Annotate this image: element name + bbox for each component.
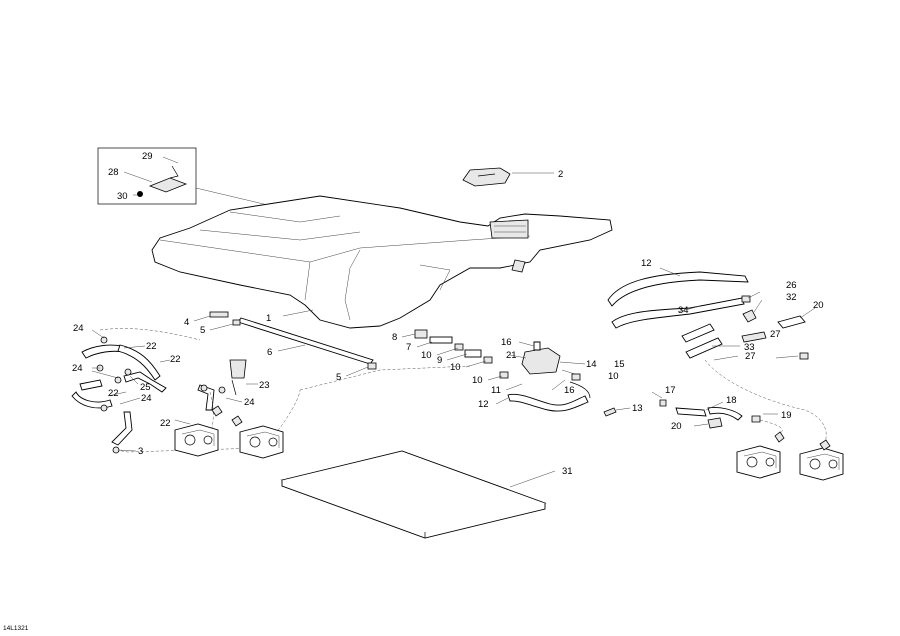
callout-24-second: 24 — [72, 363, 83, 374]
callout-24-third: 24 — [141, 393, 152, 404]
callout-5-lower: 5 — [336, 372, 341, 383]
callout-16-lower: 16 — [564, 385, 575, 396]
callout-31: 31 — [562, 466, 573, 477]
callout-24-fourth: 24 — [244, 397, 255, 408]
callout-23: 23 — [259, 380, 270, 391]
callout-25: 25 — [140, 382, 151, 393]
callout-22: 22 — [146, 341, 157, 352]
carburetors-right — [736, 431, 844, 481]
callout-18: 18 — [726, 395, 737, 406]
callout-5: 5 — [200, 325, 205, 336]
callout-20: 20 — [813, 300, 824, 311]
callout-9: 9 — [437, 355, 442, 366]
callout-10-right: 10 — [608, 371, 619, 382]
callout-22-second: 22 — [170, 354, 181, 365]
callout-10-second: 10 — [450, 362, 461, 373]
callout-27: 27 — [770, 329, 781, 340]
callout-labels: 29 28 30 2 1 4 5 6 5 8 7 10 9 10 10 16 2… — [72, 151, 824, 477]
callout-27-lower: 27 — [745, 351, 756, 362]
callout-4: 4 — [184, 317, 189, 328]
callout-28: 28 — [108, 167, 119, 178]
callout-21: 21 — [506, 350, 517, 361]
fuel-fittings-center — [401, 329, 586, 391]
document-id: 14L1321 — [3, 625, 29, 632]
callout-13: 13 — [632, 403, 643, 414]
callout-17: 17 — [665, 385, 676, 396]
callout-8: 8 — [392, 332, 397, 343]
callout-10-third: 10 — [472, 375, 483, 386]
callout-12-lower: 12 — [478, 399, 489, 410]
callout-7: 7 — [406, 342, 411, 353]
callout-1: 1 — [266, 313, 271, 324]
callout-19: 19 — [781, 410, 792, 421]
callout-11: 11 — [491, 385, 501, 396]
callout-6: 6 — [267, 347, 272, 358]
callout-20-lower: 20 — [671, 421, 682, 432]
callout-16: 16 — [501, 337, 512, 348]
tank-pad — [280, 450, 556, 539]
fuel-tank — [151, 195, 613, 329]
callout-29: 29 — [142, 151, 153, 162]
callout-33: 33 — [744, 342, 755, 353]
callout-26: 26 — [786, 280, 797, 291]
callout-15: 15 — [614, 359, 625, 370]
callout-34: 34 — [678, 305, 689, 316]
callout-12-upper: 12 — [641, 258, 652, 269]
fuel-lines-left — [71, 328, 471, 454]
callout-30: 30 — [117, 191, 128, 202]
callout-3: 3 — [138, 446, 143, 457]
fuel-lines-right — [651, 359, 827, 451]
callout-22-fourth: 22 — [160, 418, 171, 429]
callout-14: 14 — [586, 359, 597, 370]
carburetors-left — [174, 405, 284, 459]
fuel-hoses — [495, 267, 816, 417]
callout-24: 24 — [73, 323, 84, 334]
callout-10: 10 — [421, 350, 432, 361]
fuel-cap — [462, 167, 554, 187]
callout-32: 32 — [786, 292, 797, 303]
callout-2: 2 — [558, 169, 563, 180]
support-rod — [193, 311, 377, 377]
callout-22-third: 22 — [108, 388, 119, 399]
